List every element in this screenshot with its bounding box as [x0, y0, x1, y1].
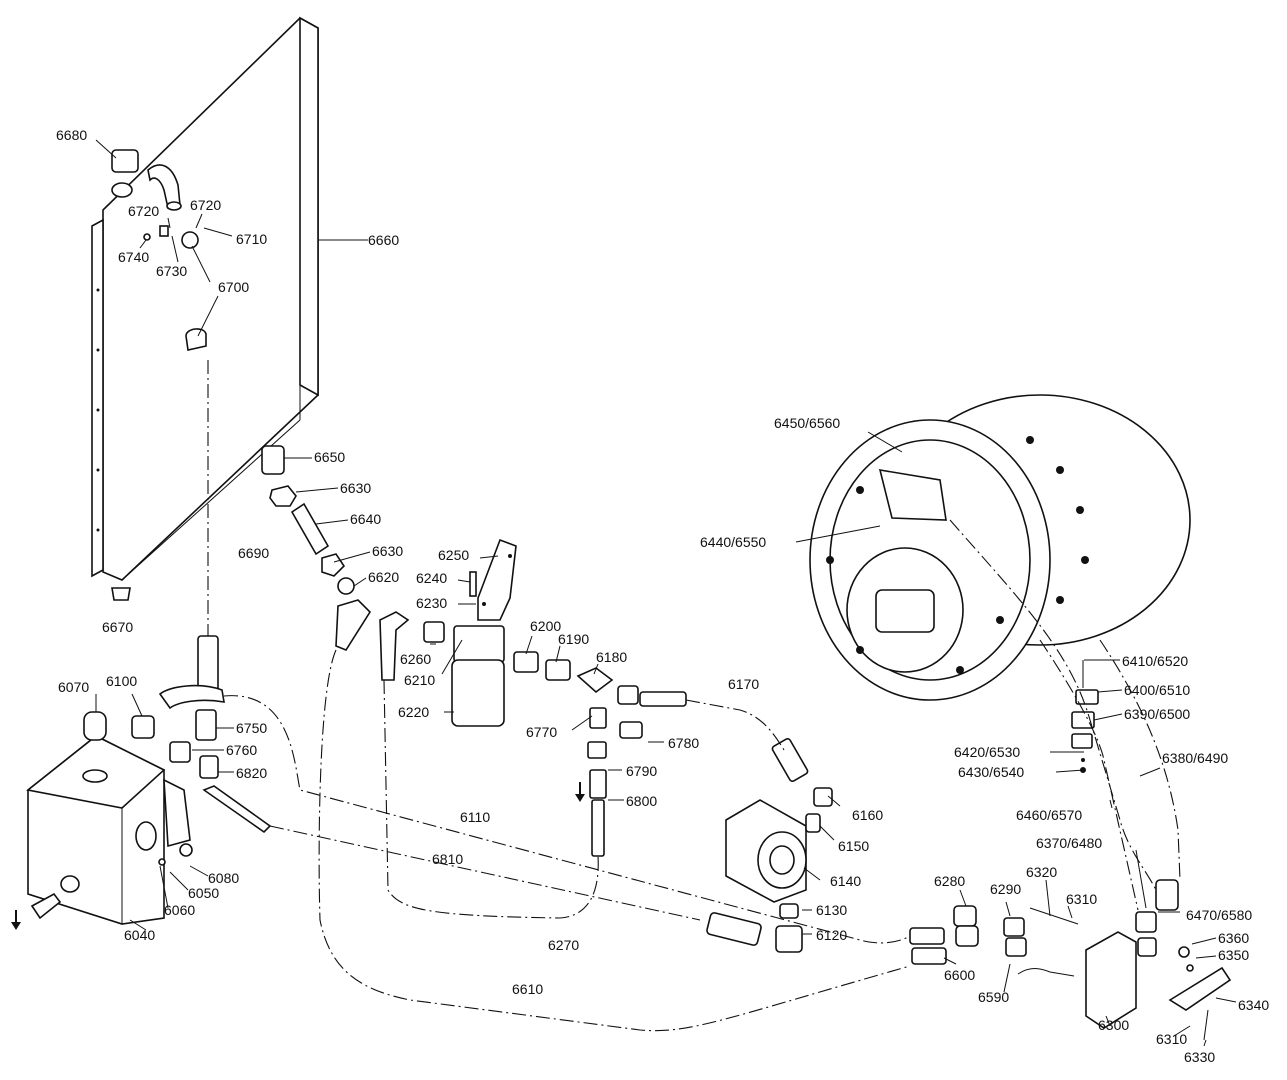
callout-6100: 6100	[106, 673, 137, 689]
callout-6410-6520: 6410/6520	[1122, 653, 1188, 669]
callout-6450-6560: 6450/6560	[774, 415, 840, 431]
manifold-block	[1071, 660, 1232, 1041]
callout-6810: 6810	[432, 851, 463, 867]
callout-6690: 6690	[238, 545, 269, 561]
callout-6740: 6740	[118, 249, 149, 265]
flow-arrows	[11, 782, 585, 930]
callout-6430-6540: 6430/6540	[958, 764, 1024, 780]
tank	[26, 711, 193, 925]
callout-6420-6530: 6420/6530	[954, 744, 1020, 760]
down-arrow	[575, 782, 585, 802]
callout-6180: 6180	[596, 649, 627, 665]
callout-6790: 6790	[626, 763, 657, 779]
callout-6470-6580: 6470/6580	[1186, 907, 1252, 923]
callout-6680: 6680	[56, 127, 87, 143]
callout-6080: 6080	[208, 870, 239, 886]
callout-6400-6510: 6400/6510	[1124, 682, 1190, 698]
callout-6290: 6290	[990, 881, 1021, 897]
radiator-bottom-fittings	[111, 445, 372, 651]
callout-6230: 6230	[416, 595, 447, 611]
callout-6310: 6310	[1156, 1031, 1187, 1047]
callout-6220: 6220	[398, 704, 429, 720]
callout-6250: 6250	[438, 547, 469, 563]
callout-6720: 6720	[190, 197, 221, 213]
leader-lines	[95, 139, 1237, 1047]
callout-6710: 6710	[236, 231, 267, 247]
callout-6720: 6720	[128, 203, 159, 219]
callout-6280: 6280	[934, 873, 965, 889]
callout-6460-6570: 6460/6570	[1016, 807, 1082, 823]
callout-6260: 6260	[400, 651, 431, 667]
callout-6770: 6770	[526, 724, 557, 740]
callout-6660: 6660	[368, 232, 399, 248]
callout-6590: 6590	[978, 989, 1009, 1005]
callout-6270: 6270	[548, 937, 579, 953]
pipe-routes	[207, 360, 1181, 1032]
callout-6330: 6330	[1184, 1049, 1215, 1065]
callout-6630: 6630	[340, 480, 371, 496]
callout-6370-6480: 6370/6480	[1036, 835, 1102, 851]
lower-fittings	[909, 905, 1079, 977]
callout-6050: 6050	[188, 885, 219, 901]
callout-6610: 6610	[512, 981, 543, 997]
radiator	[91, 16, 319, 581]
radiator-top-fittings	[111, 149, 207, 351]
callout-6800: 6800	[626, 793, 657, 809]
callout-6060: 6060	[164, 902, 195, 918]
down-arrow	[11, 910, 21, 930]
callout-6390-6500: 6390/6500	[1124, 706, 1190, 722]
callout-6630: 6630	[372, 543, 403, 559]
callout-6340: 6340	[1238, 997, 1269, 1013]
callout-6750: 6750	[236, 720, 267, 736]
fitting-chain	[513, 651, 687, 857]
callout-6640: 6640	[350, 511, 381, 527]
callout-6190: 6190	[558, 631, 589, 647]
callout-6380-6490: 6380/6490	[1162, 750, 1228, 766]
callout-6210: 6210	[404, 672, 435, 688]
callout-6310: 6310	[1066, 891, 1097, 907]
callout-6620: 6620	[368, 569, 399, 585]
callout-6440-6550: 6440/6550	[700, 534, 766, 550]
callout-6170: 6170	[728, 676, 759, 692]
callout-6120: 6120	[816, 927, 847, 943]
callout-6320: 6320	[1026, 864, 1057, 880]
callout-6240: 6240	[416, 570, 447, 586]
callout-6040: 6040	[124, 927, 155, 943]
callout-6670: 6670	[102, 619, 133, 635]
callout-6150: 6150	[838, 838, 869, 854]
callout-6650: 6650	[314, 449, 345, 465]
filter-assembly	[379, 538, 517, 727]
callout-6160: 6160	[852, 807, 883, 823]
callout-6350: 6350	[1218, 947, 1249, 963]
callout-6140: 6140	[830, 873, 861, 889]
callout-6760: 6760	[226, 742, 257, 758]
callout-6130: 6130	[816, 902, 847, 918]
callout-6600: 6600	[944, 967, 975, 983]
callout-6820: 6820	[236, 765, 267, 781]
callout-6070: 6070	[58, 679, 89, 695]
callout-6300: 6300	[1098, 1017, 1129, 1033]
callout-labels: 6680 6720 6720 6710 6740 6730 6700 6660 …	[56, 127, 1269, 1065]
transmission-housing	[809, 394, 1191, 701]
pump	[706, 737, 833, 953]
callout-6730: 6730	[156, 263, 187, 279]
callout-6360: 6360	[1218, 930, 1249, 946]
callout-6780: 6780	[668, 735, 699, 751]
callout-6200: 6200	[530, 618, 561, 634]
callout-6110: 6110	[460, 809, 490, 825]
callout-6700: 6700	[218, 279, 249, 295]
